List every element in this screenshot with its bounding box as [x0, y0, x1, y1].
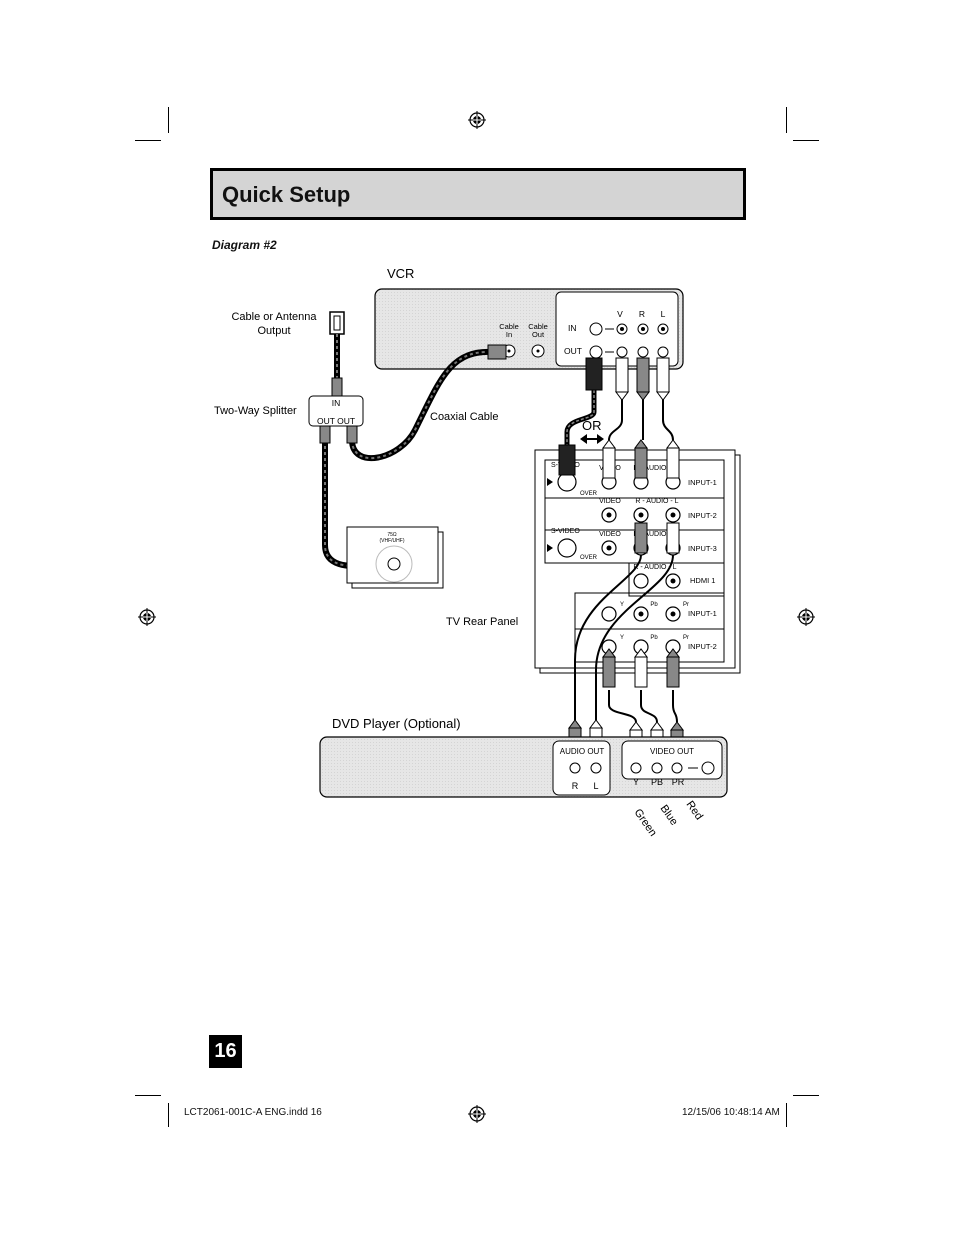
page-title: Quick Setup: [222, 182, 351, 207]
vcr-r-label: R: [639, 309, 645, 319]
vcr-in-label: IN: [568, 323, 577, 333]
page-title-bar: Quick Setup: [210, 168, 746, 220]
wall-outlet: [329, 311, 345, 335]
tv-y-label-2: Y: [620, 635, 624, 641]
dvd-pb-label: PB: [651, 777, 663, 787]
vcr-out-label: OUT: [564, 346, 582, 356]
splitter-in-label: IN: [332, 398, 341, 408]
tv-pr-label-1: Pr: [683, 602, 689, 608]
dvd-y-cable: [608, 690, 637, 723]
double-arrow-icon: [580, 434, 604, 444]
antenna-band-label: (VHF/UHF): [380, 538, 405, 544]
tv-audio-label-2: R - AUDIO - L: [635, 498, 678, 505]
vcr-l-label: L: [661, 309, 666, 319]
tv-input2-label: INPUT-2: [688, 511, 717, 520]
two-way-splitter: [308, 395, 364, 427]
dvd-title: DVD Player (Optional): [332, 716, 461, 731]
vcr-cable-out-label-2: Out: [532, 330, 545, 339]
crop-mark: [135, 140, 161, 141]
tv-comp-input2-label: INPUT-2: [688, 642, 717, 651]
tv-over-label-3: OVER: [580, 555, 598, 561]
dvd-video-panel: [621, 740, 723, 780]
crop-mark: [168, 1103, 169, 1127]
vcr-title: VCR: [387, 266, 414, 281]
tv-comp-input1-label: INPUT-1: [688, 609, 717, 618]
crop-mark: [168, 107, 169, 133]
antenna-ohm-label: 75Ω: [387, 532, 397, 538]
dvd-pb-cable: [640, 690, 658, 723]
dvd-y-label: Y: [633, 777, 639, 787]
tv-pb-label-1: Pb: [650, 602, 658, 608]
registration-mark-icon: [797, 608, 815, 626]
tv-input1-label: INPUT-1: [688, 478, 717, 487]
coaxial-cable-label: Coaxial Cable: [430, 411, 498, 423]
tv-y-label-1: Y: [620, 602, 624, 608]
dvd-video-out-label: VIDEO OUT: [650, 747, 694, 756]
crop-mark: [786, 1103, 787, 1127]
dvd-audio-r-cable: [574, 554, 642, 720]
vcr-cable-in-label: Cable: [499, 322, 519, 331]
or-label: OR: [582, 418, 602, 433]
dvd-audio-out-label: AUDIO OUT: [560, 747, 605, 756]
green-label: Green: [632, 807, 659, 839]
footer-timestamp: 12/15/06 10:48:14 AM: [682, 1107, 780, 1118]
cable-source-label-2: Output: [257, 325, 290, 337]
tv-pb-label-2: Pb: [650, 635, 658, 641]
tv-pr-label-2: Pr: [683, 635, 689, 641]
red-label: Red: [684, 799, 705, 822]
crop-mark: [793, 140, 819, 141]
blue-label: Blue: [658, 803, 680, 828]
dvd-r-label: R: [572, 781, 579, 791]
tv-over-label-1: OVER: [580, 491, 598, 497]
registration-mark-icon: [138, 608, 156, 626]
dvd-pr-cable: [672, 690, 678, 723]
registration-mark-icon: [468, 111, 486, 129]
dvd-pr-label: PR: [672, 777, 685, 787]
registration-mark-icon: [468, 1105, 486, 1123]
cable-source-label: Cable or Antenna: [231, 311, 317, 323]
tv-hdmi-audio-label: R - AUDIO - L: [633, 564, 676, 571]
vcr-v-label: V: [617, 309, 623, 319]
tv-audio-label-1: R - AUDIO - L: [633, 465, 676, 472]
tv-hdmi-label: HDMI 1: [690, 576, 715, 585]
vcr-plugs: [602, 357, 680, 479]
tv-svideo-label-3: S-VIDEO: [551, 528, 580, 535]
crop-mark: [135, 1095, 161, 1096]
dvd-audio-panel: [552, 740, 611, 796]
splitter-label: Two-Way Splitter: [214, 405, 297, 417]
tv-rear-panel-label: TV Rear Panel: [446, 616, 518, 628]
vcr-cable-out-label: Cable: [528, 322, 548, 331]
tv-video-label-2: VIDEO: [599, 498, 621, 505]
splitter-out-label: OUT OUT: [317, 416, 355, 426]
tv-video-label-3: VIDEO: [599, 531, 621, 538]
dvd-audio-l-cable: [595, 554, 674, 720]
l-audio-cable-vcr: [662, 398, 674, 441]
vcr-cable-in-label-2: In: [506, 330, 512, 339]
footer-filename: LCT2061-001C-A ENG.indd 16: [184, 1107, 322, 1118]
dvd-jacks: [569, 761, 715, 775]
tv-audio-label-3: R - AUDIO - L: [633, 531, 676, 538]
diagram-label: Diagram #2: [212, 238, 277, 252]
vcr-in-jacks: [589, 322, 669, 359]
video-cable-vcr: [608, 398, 623, 441]
page-number: 16: [209, 1035, 242, 1068]
crop-mark: [786, 107, 787, 133]
crop-mark: [793, 1095, 819, 1096]
tv-input3-label: INPUT-3: [688, 544, 717, 553]
dvd-l-label: L: [593, 781, 598, 791]
